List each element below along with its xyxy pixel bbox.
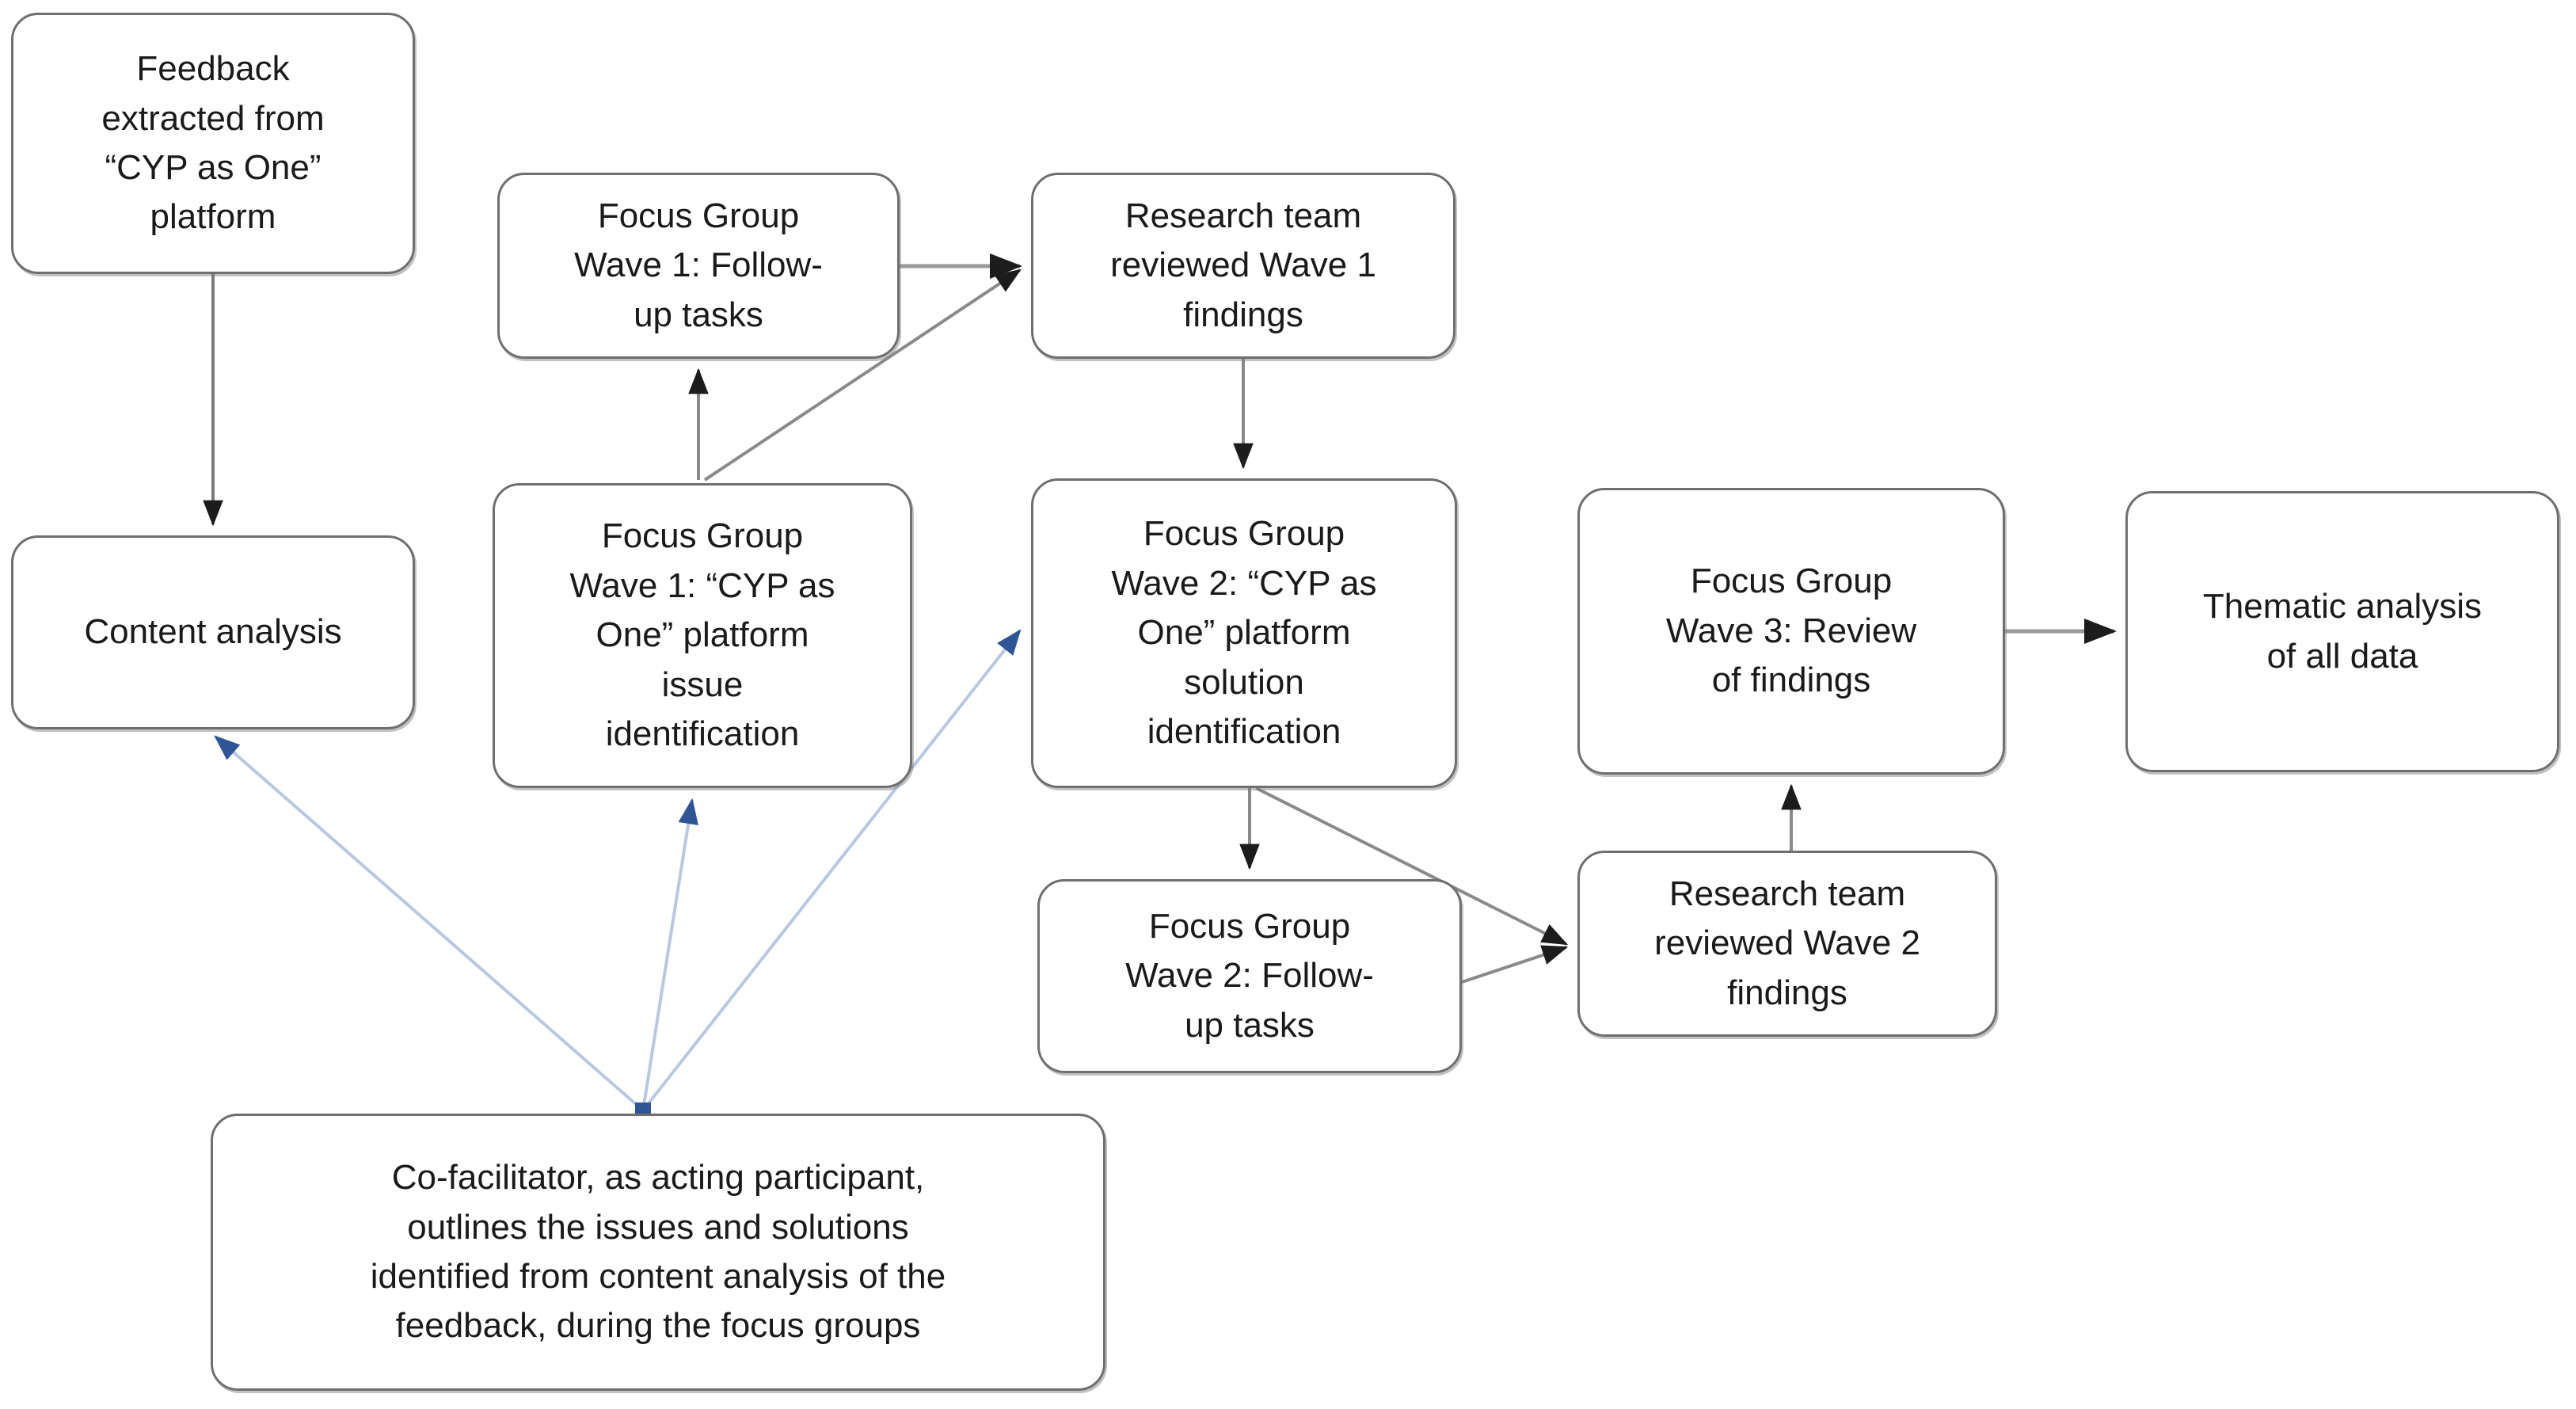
- node-co-facilitator[interactable]: Co-facilitator, as acting participant, o…: [211, 1114, 1105, 1391]
- edge-wave2followup-to-research2: [1461, 945, 1569, 984]
- edge-cofacilitator-to-wave1issue: [641, 798, 698, 1111]
- edge-cofacilitator-to-content: [214, 735, 645, 1112]
- node-label: Research team reviewed Wave 1 findings: [1110, 196, 1376, 334]
- node-label: Co-facilitator, as acting participant, o…: [370, 1158, 946, 1346]
- node-fg-wave1-issue[interactable]: Focus Group Wave 1: “CYP as One” platfor…: [493, 483, 912, 788]
- node-label: Focus Group Wave 2: Follow- up tasks: [1125, 906, 1374, 1045]
- node-fg-wave3-review[interactable]: Focus Group Wave 3: Review of findings: [1577, 488, 2005, 775]
- node-label: Focus Group Wave 2: “CYP as One” platfor…: [1111, 514, 1377, 752]
- node-content-analysis[interactable]: Content analysis: [11, 535, 415, 729]
- node-thematic-analysis[interactable]: Thematic analysis of all data: [2125, 491, 2559, 772]
- node-fg-wave2-solution[interactable]: Focus Group Wave 2: “CYP as One” platfor…: [1031, 478, 1457, 788]
- node-fg-wave1-followup[interactable]: Focus Group Wave 1: Follow- up tasks: [497, 173, 900, 359]
- node-research-wave2[interactable]: Research team reviewed Wave 2 findings: [1577, 851, 1997, 1037]
- node-label: Focus Group Wave 1: Follow- up tasks: [574, 196, 823, 334]
- node-label: Feedback extracted from “CYP as One” pla…: [101, 49, 325, 237]
- node-label: Focus Group Wave 1: “CYP as One” platfor…: [569, 516, 835, 754]
- node-research-wave1[interactable]: Research team reviewed Wave 1 findings: [1031, 173, 1455, 359]
- node-label: Research team reviewed Wave 2 findings: [1654, 874, 1920, 1012]
- node-feedback-extracted[interactable]: Feedback extracted from “CYP as One” pla…: [11, 13, 415, 274]
- node-fg-wave2-followup[interactable]: Focus Group Wave 2: Follow- up tasks: [1037, 879, 1462, 1073]
- node-label: Thematic analysis of all data: [2202, 587, 2483, 676]
- node-label: Focus Group Wave 3: Review of findings: [1665, 562, 1917, 700]
- node-label: Content analysis: [84, 612, 342, 652]
